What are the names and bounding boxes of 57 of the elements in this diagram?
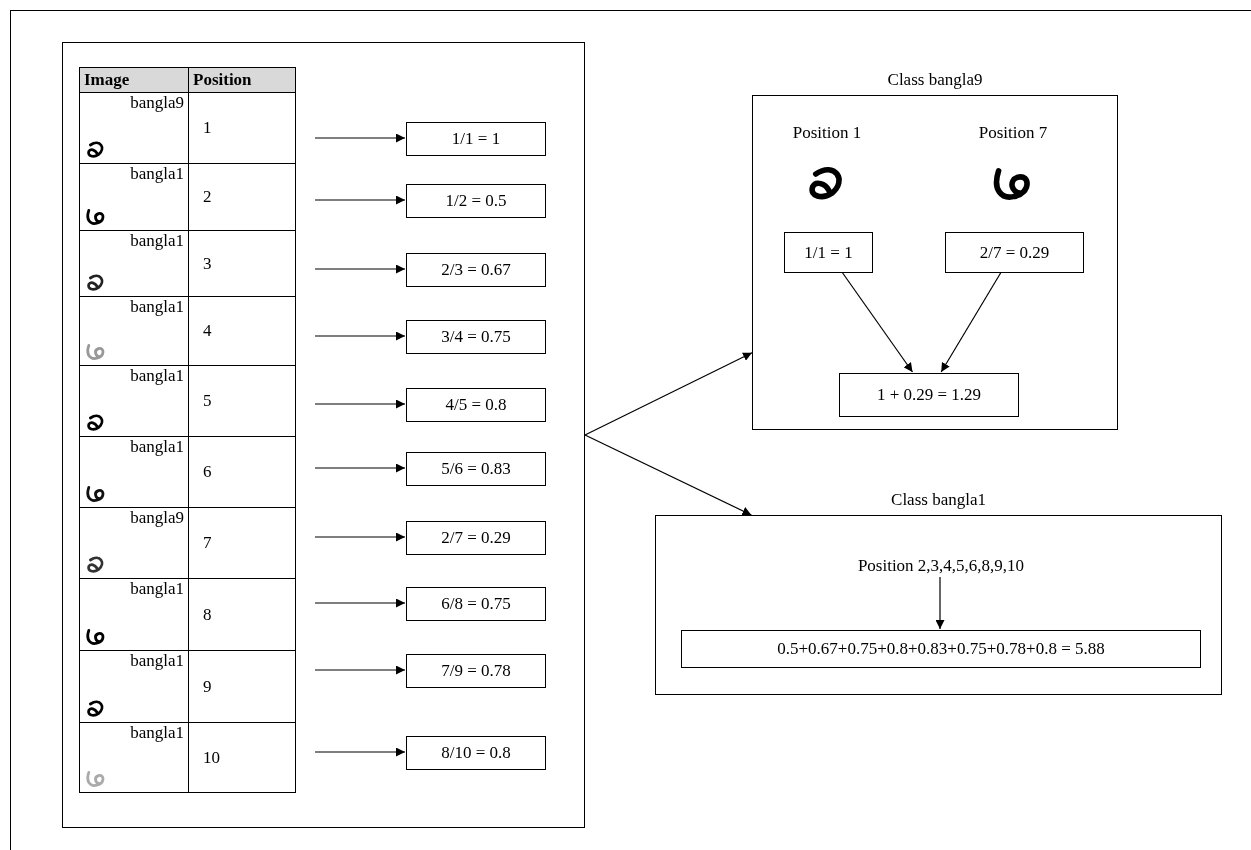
arrow bbox=[940, 271, 1002, 373]
column-header: Position bbox=[193, 70, 252, 89]
position-number: 2 bbox=[203, 187, 212, 206]
result-box: 5/6 = 0.83 bbox=[406, 452, 546, 486]
arrow bbox=[314, 264, 406, 274]
class-label: bangla1 bbox=[130, 297, 184, 317]
class-label: bangla9 bbox=[130, 508, 184, 528]
class-label: bangla1 bbox=[130, 437, 184, 457]
result-box: 8/10 = 0.8 bbox=[406, 736, 546, 770]
position-number: 7 bbox=[203, 533, 212, 552]
class-label: bangla1 bbox=[130, 231, 184, 251]
result-box: 3/4 = 0.75 bbox=[406, 320, 546, 354]
class-label: bangla1 bbox=[130, 651, 184, 671]
position-caption: Position 7 bbox=[977, 123, 1049, 143]
arrow bbox=[584, 352, 753, 436]
table-panel bbox=[62, 42, 585, 828]
result-box: 1/1 = 1 bbox=[406, 122, 546, 156]
arrow bbox=[935, 576, 945, 630]
result-box: 1/1 = 1 bbox=[784, 232, 873, 273]
result-box: 7/9 = 0.78 bbox=[406, 654, 546, 688]
result-box: 4/5 = 0.8 bbox=[406, 388, 546, 422]
result-box: 1 + 0.29 = 1.29 bbox=[839, 373, 1019, 417]
arrow bbox=[314, 532, 406, 542]
position-number: 6 bbox=[203, 462, 212, 481]
position-number: 10 bbox=[203, 747, 220, 767]
class-label: bangla1 bbox=[130, 723, 184, 743]
group-title: Class bangla9 bbox=[886, 70, 984, 90]
position-number: 3 bbox=[203, 253, 212, 273]
result-box: 2/7 = 0.29 bbox=[945, 232, 1084, 273]
arrow bbox=[314, 598, 406, 608]
arrow bbox=[314, 195, 406, 205]
arrow bbox=[314, 133, 406, 143]
position-number: 9 bbox=[203, 676, 212, 696]
position-text: Position 2,3,4,5,6,8,9,10 bbox=[851, 554, 1031, 578]
arrow bbox=[314, 463, 406, 473]
arrow bbox=[584, 434, 752, 516]
class-label: bangla1 bbox=[130, 366, 184, 386]
arrow bbox=[841, 271, 914, 373]
result-box: 6/8 = 0.75 bbox=[406, 587, 546, 621]
class-label: bangla1 bbox=[130, 579, 184, 599]
result-box: 2/7 = 0.29 bbox=[406, 521, 546, 555]
position-number: 4 bbox=[203, 321, 212, 340]
group-title: Class bangla1 bbox=[890, 490, 987, 510]
class-label: bangla1 bbox=[130, 164, 184, 184]
arrow bbox=[314, 747, 406, 757]
position-number: 1 bbox=[203, 118, 212, 137]
result-box: 1/2 = 0.5 bbox=[406, 184, 546, 218]
position-number: 5 bbox=[203, 391, 212, 410]
position-caption: Position 1 bbox=[791, 123, 863, 143]
arrow bbox=[314, 331, 406, 341]
class-label: bangla9 bbox=[130, 93, 184, 113]
column-header: Image bbox=[84, 70, 130, 89]
result-box: 2/3 = 0.67 bbox=[406, 253, 546, 287]
position-number: 8 bbox=[203, 604, 212, 624]
result-box: 0.5+0.67+0.75+0.8+0.83+0.75+0.78+0.8 = 5.88 bbox=[681, 630, 1201, 668]
arrow bbox=[314, 665, 406, 675]
arrow bbox=[314, 399, 406, 409]
